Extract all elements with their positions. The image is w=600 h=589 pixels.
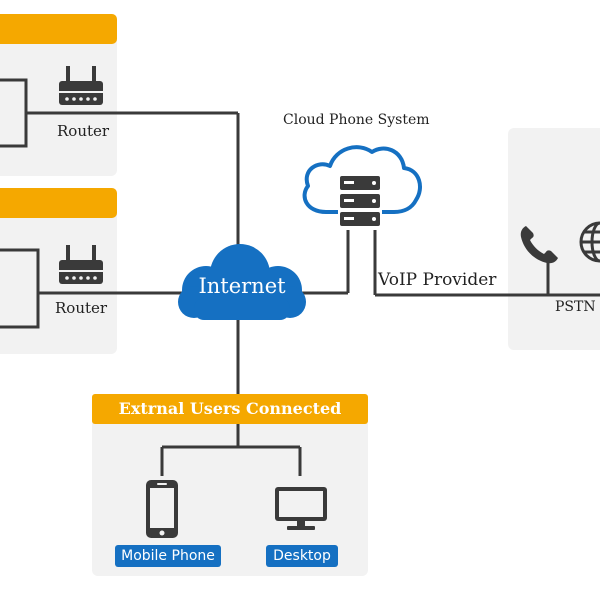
mobile-phone-icon xyxy=(146,480,178,538)
cloud-phone-system-label: Cloud Phone System xyxy=(283,112,430,128)
server-icon xyxy=(338,174,382,230)
router-label-top: Router xyxy=(57,122,110,140)
cloud-icon xyxy=(178,244,306,320)
cloud-icon xyxy=(302,145,422,214)
internet-label: Internet xyxy=(198,274,286,298)
office-header-middle xyxy=(0,188,117,218)
mobile-phone-label: Mobile Phone xyxy=(115,545,221,567)
router-label-middle: Router xyxy=(55,299,108,317)
external-users-title: Extrnal Users Connected xyxy=(92,394,368,424)
office-header-top xyxy=(0,14,117,44)
pstn-label: PSTN xyxy=(555,299,596,315)
globe-icon xyxy=(579,221,600,263)
router-icon xyxy=(59,66,103,105)
router-icon xyxy=(59,245,103,284)
telephone-icon xyxy=(520,226,558,264)
voip-provider-label: VoIP Provider xyxy=(378,270,497,290)
desktop-monitor-icon xyxy=(275,487,327,530)
desktop-label: Desktop xyxy=(266,545,338,567)
